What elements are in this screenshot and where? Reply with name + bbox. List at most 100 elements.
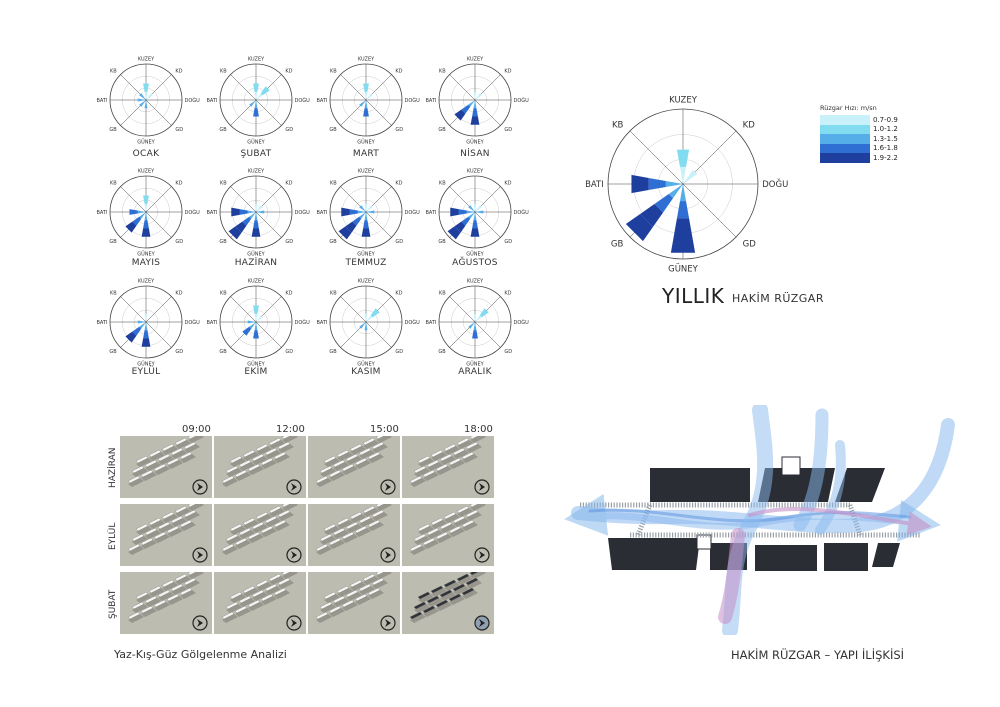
rose-spoke — [145, 99, 172, 126]
rose-petal — [475, 210, 484, 214]
rose-petal — [361, 228, 371, 237]
time-label: 15:00 — [370, 424, 399, 435]
legend-label: 1.6-1.8 — [873, 144, 898, 153]
rose-spoke — [340, 296, 367, 323]
rose-petal — [458, 209, 467, 215]
rose-label-nw: KB — [439, 68, 446, 74]
rose-label-e: DOĞU — [762, 178, 788, 190]
rose-petal — [363, 83, 369, 92]
rose-label-n: KUZEY — [358, 56, 375, 62]
rose-petal — [125, 331, 137, 343]
rose-petal — [454, 109, 466, 121]
rose-label-se: GD — [395, 127, 403, 133]
building-massing — [221, 572, 302, 631]
shadow-cell — [214, 436, 306, 498]
shadow-caption: Yaz-Kış-Güz Gölgelenme Analizi — [114, 648, 287, 661]
rose-petal — [625, 214, 653, 242]
rose-label-w: BATI — [317, 98, 328, 104]
rose-petal — [125, 221, 137, 233]
legend-swatch — [820, 115, 870, 125]
rose-petal — [359, 322, 366, 329]
building-massing — [409, 504, 490, 563]
rose-petal — [670, 235, 696, 253]
rose-label-s: GÜNEY — [466, 360, 484, 367]
rose-label-sw: GB — [329, 127, 337, 133]
rose-label-nw: KB — [110, 180, 117, 186]
legend-label: 1.3-1.5 — [873, 134, 898, 143]
rose-petal — [341, 207, 350, 217]
building-massing — [127, 436, 208, 495]
rose-petal — [359, 212, 366, 219]
rose-label-s: GÜNEY — [247, 138, 265, 145]
rose-petal — [475, 93, 482, 100]
rose-petal — [143, 330, 149, 339]
rose-label-nw: KB — [330, 180, 337, 186]
rose-label-n: KUZEY — [467, 278, 484, 284]
rose-petal — [139, 100, 146, 107]
month-label: ŞUBAT — [240, 149, 272, 159]
rose-spoke — [629, 130, 684, 185]
rose-petal — [239, 209, 248, 215]
rose-label-s: GÜNEY — [137, 250, 155, 257]
legend-item: 1.0-1.2 — [820, 124, 920, 134]
rose-label-ne: KD — [175, 180, 182, 186]
rose-label-n: KUZEY — [248, 168, 265, 174]
rose-label-e: DOĞU — [295, 209, 311, 216]
rose-label-e: DOĞU — [405, 209, 421, 216]
rose-petal — [254, 212, 258, 221]
rose-spoke — [474, 321, 501, 348]
legend-swatch — [820, 153, 870, 163]
rose-label-e: DOĞU — [405, 97, 421, 104]
rose-label-ne: KD — [504, 68, 511, 74]
rose-petal — [466, 210, 475, 214]
rose-petal — [132, 326, 142, 336]
rose-petal — [473, 212, 477, 221]
legend-swatch — [820, 143, 870, 153]
rose-label-w: BATI — [317, 210, 328, 216]
rose-petal — [254, 322, 258, 331]
rose-spoke — [145, 211, 172, 238]
rose-label-w: BATI — [207, 98, 218, 104]
wind-arrows — [564, 405, 955, 635]
rose-label-sw: GB — [438, 349, 446, 355]
rose-label-nw: KB — [220, 68, 227, 74]
rose-petal — [359, 100, 366, 107]
rose-petal — [349, 209, 358, 215]
time-label: 18:00 — [464, 424, 493, 435]
rose-label-se: GD — [504, 239, 512, 245]
rose-petal — [256, 210, 265, 214]
rose-petal — [137, 320, 146, 324]
rose-petal — [260, 86, 270, 96]
rose-label-ne: KD — [285, 68, 292, 74]
rose-petal — [468, 212, 475, 219]
rose-petal — [472, 220, 478, 229]
rose-label-e: DOĞU — [514, 97, 530, 104]
rose-label-n: KUZEY — [138, 278, 155, 284]
rose-label-nw: KB — [220, 180, 227, 186]
rose-label-nw: KB — [220, 290, 227, 296]
rose-label-ne: KD — [504, 290, 511, 296]
shadow-cell — [308, 504, 400, 566]
rose-label-ne: KD — [395, 290, 402, 296]
rose-petal — [473, 322, 477, 331]
month-label: EYLÜL — [131, 367, 161, 377]
rose-spoke — [365, 211, 392, 238]
rose-petal — [235, 221, 247, 233]
rose-label-n: KUZEY — [248, 56, 265, 62]
rose-spoke — [255, 99, 282, 126]
rose-label-sw: GB — [219, 349, 227, 355]
rose-label-w: BATI — [207, 320, 218, 326]
rose-petal — [363, 220, 369, 229]
rose-petal — [251, 228, 261, 237]
rose-label-w: BATI — [207, 210, 218, 216]
building-massing — [221, 504, 302, 563]
relation-caption: HAKİM RÜZGAR – YAPI İLİŞKİSİ — [731, 648, 905, 662]
time-label: 12:00 — [276, 424, 305, 435]
rose-label-e: DOĞU — [295, 97, 311, 104]
